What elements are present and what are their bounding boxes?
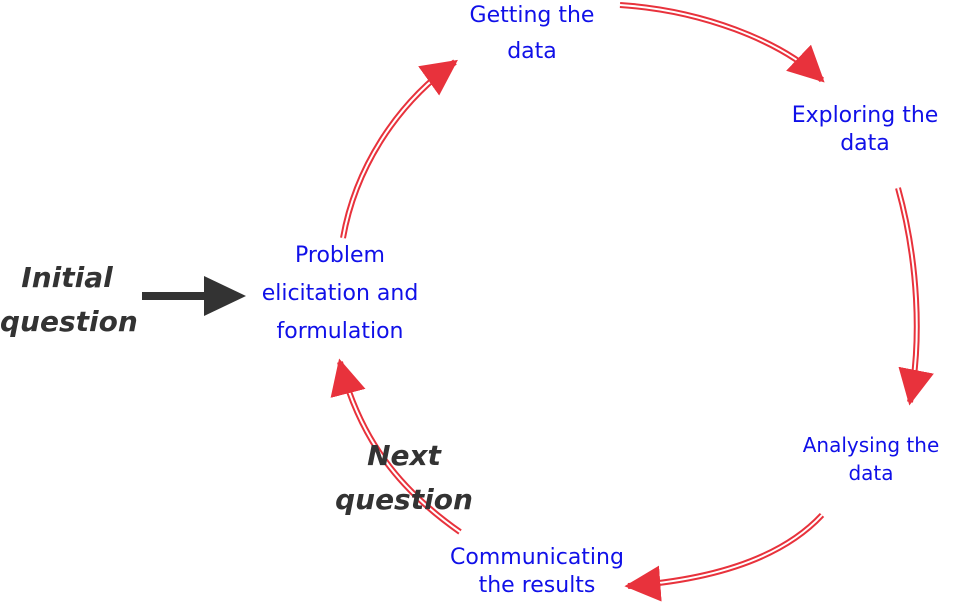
stage-communicating-line-2: the results [478,573,596,598]
stage-getting-data: Getting the data [442,2,622,66]
stage-exploring-line-1: Exploring the [791,103,939,128]
arrow-problem-to-getting [340,59,458,239]
initial-question-line-1: Initial [21,261,113,294]
arrow-getting-to-exploring [619,2,825,83]
stage-communicating-results: Communicating the results [432,544,642,600]
stage-analysing-line-2: data [848,461,894,485]
arrow-exploring-to-analysing [895,187,934,406]
next-question-label: Next question [334,434,474,522]
stage-problem-line-1: Problem [295,243,385,268]
stage-problem-line-2: elicitation and [261,281,419,306]
stage-getting-line-2: data [507,39,557,64]
stage-communicating-line-1: Communicating [450,545,624,570]
stage-exploring-line-2: data [840,131,890,156]
stage-problem-formulation: Problem elicitation and formulation [236,242,444,346]
stage-analysing-line-1: Analysing the [802,433,940,457]
initial-question-arrow [142,276,246,316]
stage-getting-line-1: Getting the [469,3,595,28]
next-question-line-2: question [335,483,473,516]
initial-question-line-2: question [0,305,138,338]
next-question-line-1: Next [367,439,441,472]
stage-exploring-data: Exploring the data [772,102,958,158]
arrow-communicating-to-problem [330,358,462,535]
stage-analysing-data: Analysing the data [784,431,958,487]
initial-question-label: Initial question [0,256,138,344]
stage-problem-line-3: formulation [276,319,404,344]
arrow-analysing-to-communicating [624,512,825,602]
